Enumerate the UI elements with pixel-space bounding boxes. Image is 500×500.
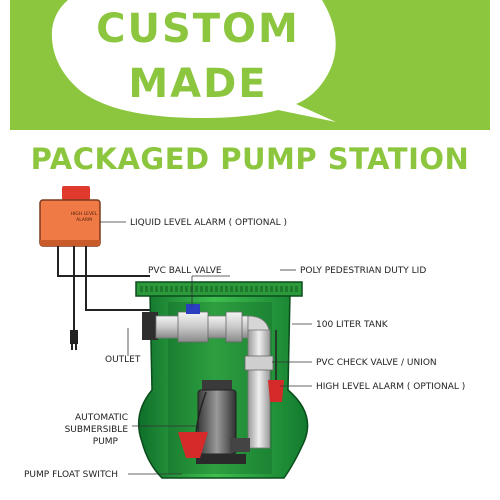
label-check-valve: PVC CHECK VALVE / UNION: [316, 358, 437, 368]
high-level-alarm-float: [268, 330, 284, 402]
pump-station-diagram: HIGH LEVEL ALARM: [24, 186, 465, 480]
label-pump-line1: AUTOMATIC: [75, 413, 128, 423]
panel-bottom-bar: [40, 240, 100, 246]
label-pump-line3: PUMP: [93, 437, 119, 447]
discharge-pipe: [155, 304, 274, 449]
label-pvc-ball-valve: PVC BALL VALVE: [148, 266, 222, 276]
custom-made-banner: CUSTOM MADE: [10, 0, 490, 130]
outlet-plug: [70, 330, 78, 350]
outlet-fitting: [142, 312, 158, 340]
alarm-control-panel: HIGH LEVEL ALARM: [39, 186, 101, 247]
label-poly-lid: POLY PEDESTRIAN DUTY LID: [300, 266, 426, 276]
union-fitting: [225, 311, 243, 343]
panel-brand-line2: ALARM: [76, 217, 92, 223]
panel-brand-line1: HIGH LEVEL: [71, 211, 98, 217]
label-liquid-level-alarm: LIQUID LEVEL ALARM ( OPTIONAL ): [130, 218, 287, 228]
leader-lines: [100, 221, 312, 475]
alarm-beacon: [62, 186, 90, 200]
label-outlet: OUTLET: [105, 355, 141, 365]
banner-line-made: MADE: [128, 61, 267, 107]
poly-lid: [135, 281, 303, 297]
ball-valve-handle: [186, 304, 200, 314]
banner-line-custom: CUSTOM: [96, 6, 300, 52]
check-valve: [244, 355, 274, 371]
alarm-box: [39, 199, 101, 247]
label-high-level-alarm: HIGH LEVEL ALARM ( OPTIONAL ): [316, 382, 465, 392]
label-pump-line2: SUBMERSIBLE: [65, 425, 129, 435]
speech-bubble: [51, 0, 336, 122]
submersible-pump: [196, 380, 250, 464]
label-tank: 100 LITER TANK: [316, 320, 389, 330]
headline-packaged-pump-station: PACKAGED PUMP STATION: [30, 142, 470, 176]
pump-float-switch: [178, 391, 208, 458]
vertical-pipe: [247, 329, 271, 449]
ball-valve-body: [177, 311, 209, 343]
label-float-switch: PUMP FLOAT SWITCH: [24, 470, 118, 480]
alarm-cables: [57, 246, 150, 330]
